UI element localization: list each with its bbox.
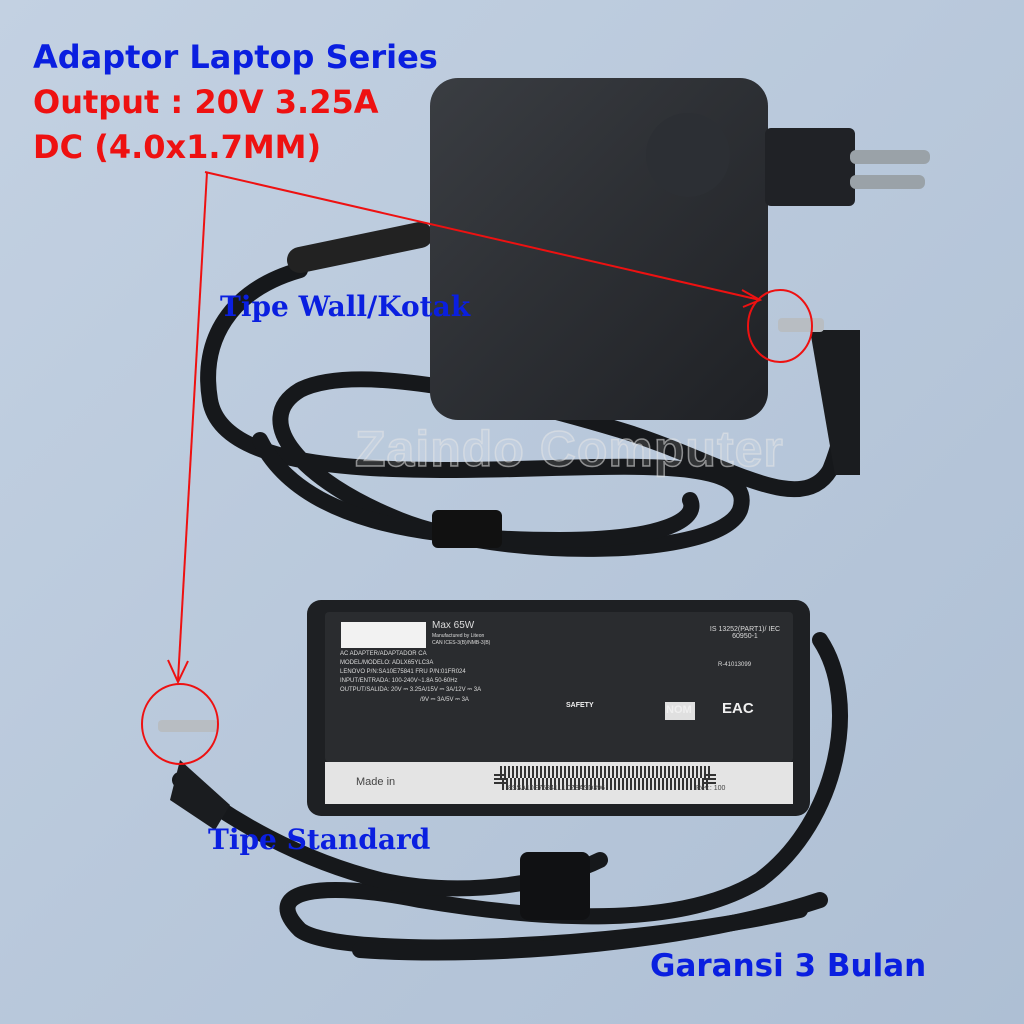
safety-mark: SAFETY bbox=[566, 702, 594, 709]
label-input: INPUT/ENTRADA: 100-240V~1.8A 50-60Hz bbox=[340, 678, 458, 684]
label-serial: 8SSA10E75841L1CZ8ASD396 bbox=[508, 785, 605, 792]
brick-adapter bbox=[307, 600, 810, 816]
barcode bbox=[494, 766, 716, 790]
label-output2: /9V ⎓ 3A/5V ⎓ 3A bbox=[420, 697, 469, 703]
eac-mark: EAC bbox=[722, 700, 754, 717]
strain-relief bbox=[287, 222, 433, 273]
label-rev: Rev.: 100 bbox=[696, 785, 726, 792]
label-output: OUTPUT/SALIDA: 20V ⎓ 3.25A/15V ⎓ 3A/12V … bbox=[340, 687, 482, 693]
warranty-text: Garansi 3 Bulan bbox=[650, 948, 927, 984]
label-made-in: Made in bbox=[356, 776, 396, 788]
cable-tie-bottom bbox=[520, 852, 590, 920]
dc-connector-bottom bbox=[158, 720, 230, 830]
standard-type-label: Tipe Standard bbox=[208, 823, 431, 856]
label-pn: LENOVO P/N:SA10E75841 FRU P/N:01FR024 bbox=[340, 669, 466, 675]
wall-type-label: Tipe Wall/Kotak bbox=[220, 290, 471, 323]
label-r-number: R-41013099 bbox=[718, 662, 752, 668]
wall-adapter bbox=[430, 78, 930, 420]
label-standard: IS 13252(PART1)/ IEC 60950-1 bbox=[709, 626, 781, 640]
annotation-arrows bbox=[141, 171, 813, 765]
title-text: Adaptor Laptop Series bbox=[33, 38, 438, 76]
label-can: CAN ICES-3(B)/NMB-3(B) bbox=[432, 640, 491, 646]
nom-mark: NOM bbox=[666, 704, 692, 716]
cable-tie bbox=[432, 510, 502, 548]
label-model: MODEL/MODELO: ADLX65YLC3A bbox=[340, 660, 434, 666]
label-max: Max 65W bbox=[432, 620, 475, 631]
dc-spec-text: DC (4.0x1.7MM) bbox=[33, 128, 322, 166]
output-spec-text: Output : 20V 3.25A bbox=[33, 83, 379, 121]
watermark: Zaindo Computer bbox=[354, 420, 784, 478]
label-manufactured: Manufactured by Liteon bbox=[432, 633, 485, 639]
label-ac: AC ADAPTER/ADAPTADOR CA bbox=[340, 651, 427, 657]
